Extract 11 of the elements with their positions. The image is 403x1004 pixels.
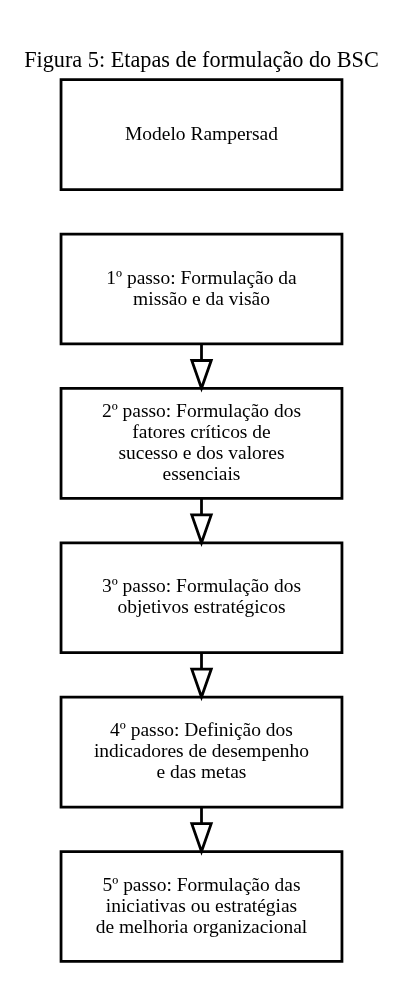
arrow	[189, 498, 214, 547]
diagram-title: Figura 5: Etapas de formulação do BSC	[24, 46, 379, 72]
arrow	[189, 343, 214, 392]
node-box: 4º passo: Definição dos indicadores de desempenho e das metas	[59, 695, 344, 808]
arrow	[189, 652, 214, 701]
node-box: 1º passo: Formulação da missão e da visão	[59, 232, 344, 345]
node-box: 2º passo: Formulação dos fatores críticos de sucesso e dos valores essenciais	[59, 386, 344, 500]
node-box: Modelo Rampersad	[59, 77, 344, 191]
arrow	[189, 806, 214, 856]
node-box: 3º passo: Formulação dos objetivos estratégicos	[59, 540, 344, 654]
node-box: 5º passo: Formulação das iniciativas ou estratégias de melhoria organizacional	[59, 849, 344, 963]
